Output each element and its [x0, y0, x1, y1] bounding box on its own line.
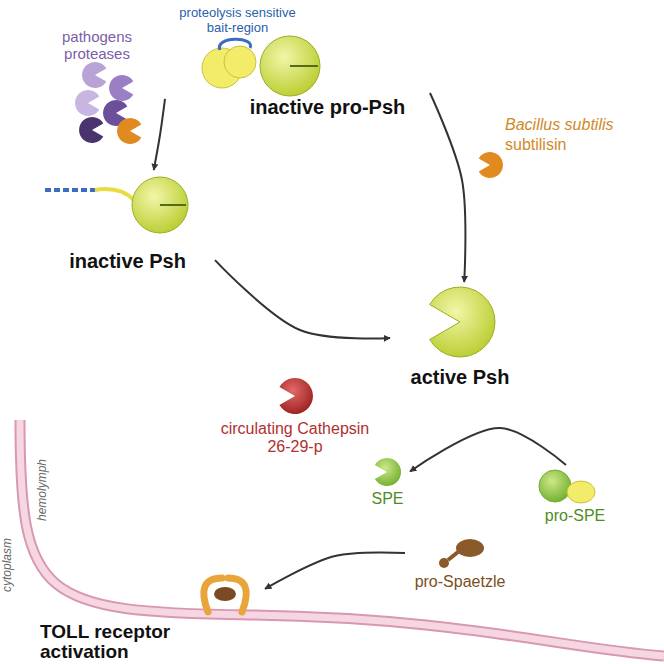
protease-domain	[260, 36, 320, 96]
bait-loop	[219, 39, 250, 50]
node-label: TOLL receptor activation	[40, 622, 215, 662]
spaetzle-ligand	[214, 587, 236, 601]
active-site	[160, 204, 186, 206]
active-site	[290, 65, 318, 67]
spe-node: SPE	[365, 455, 410, 510]
cathepsin-protease	[279, 378, 313, 414]
toll-receptor-node: TOLL receptor activation	[40, 570, 265, 664]
process-arrow	[265, 552, 405, 588]
annotation-label: Bacillus subtilis	[505, 116, 655, 134]
node-label: SPE	[365, 490, 410, 508]
spe-protease	[375, 458, 401, 486]
pro-spaetzle-node: pro-Spaetzle	[405, 535, 515, 595]
cleaved-peptide	[45, 188, 95, 192]
pro-spe-node: pro-SPE	[530, 465, 620, 535]
subtilisin-protease	[479, 152, 503, 178]
spaetzle-stem	[448, 552, 458, 560]
cell-membrane-inner	[20, 420, 664, 656]
pathogen-protease	[82, 62, 106, 88]
cell-membrane	[20, 420, 664, 656]
pathogen-protease	[75, 90, 99, 116]
spaetzle-shape	[456, 539, 484, 557]
pro-spe-prodomain	[567, 481, 595, 503]
process-arrow	[430, 93, 465, 282]
node-label: inactive Psh	[40, 250, 215, 273]
node-label: pro-Spaetzle	[405, 573, 515, 591]
annotation-label: subtilisin	[505, 136, 655, 154]
node-label: proteolysis sensitive bait-region	[165, 6, 310, 36]
annotation-label: hemolymph	[36, 450, 52, 530]
node-label: inactive pro-Psh	[225, 96, 430, 119]
pro-psh-node: proteolysis sensitive bait-region inactiv…	[165, 6, 430, 122]
spaetzle-head	[439, 558, 449, 568]
annotation-label: pathogens proteases	[52, 28, 142, 63]
active-psh-node: active Psh	[390, 282, 530, 394]
pathogen-protease	[79, 117, 103, 143]
inactive-psh-node: inactive Psh	[40, 170, 215, 276]
protease-domain	[132, 177, 188, 233]
pro-domain-remnant	[95, 189, 134, 200]
process-arrow	[410, 428, 566, 472]
pathogen-protease	[109, 75, 133, 101]
pro-spe-domain	[539, 470, 571, 502]
annotation-label: cytoplasm	[1, 525, 17, 605]
node-label: active Psh	[390, 366, 530, 389]
pro-domain	[224, 46, 256, 78]
pathogen-protease	[117, 118, 141, 144]
node-label: pro-SPE	[530, 507, 620, 525]
process-arrow	[215, 260, 390, 338]
process-arrow	[154, 99, 165, 170]
active-protease	[430, 287, 495, 357]
annotation-label: circulating Cathepsin 26-29-p	[215, 420, 375, 457]
